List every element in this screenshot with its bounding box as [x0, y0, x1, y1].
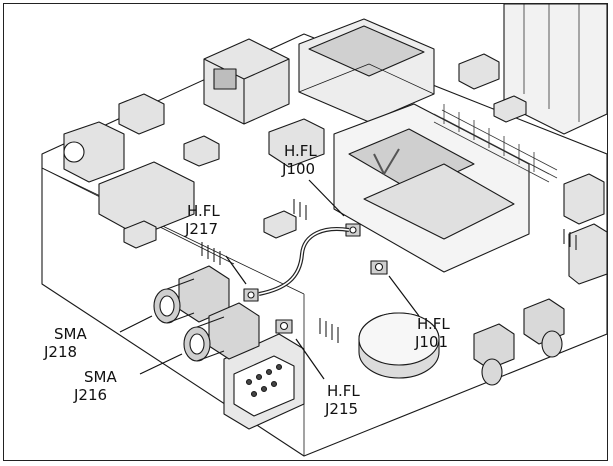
- svg-text:J216: J216: [73, 386, 107, 404]
- small-headers: [201, 199, 577, 343]
- misc-components: [63, 53, 607, 285]
- diagram-frame: H.FL J100 H.FL J217 H.FL J101 H.FL J215 …: [3, 3, 608, 461]
- label-hfl-j101: H.FL J101: [414, 315, 450, 351]
- pin-headers-right: [433, 104, 558, 183]
- hfl-connector-j217: [243, 288, 259, 302]
- label-sma-j218: SMA J218: [43, 325, 87, 361]
- coax-cable: [258, 227, 350, 296]
- hfl-connector-j215: [275, 319, 293, 334]
- db9-connector: [223, 333, 305, 430]
- callout-lines: [119, 179, 420, 380]
- sma-connector-j216: [183, 302, 260, 362]
- svg-text:SMA: SMA: [84, 368, 117, 386]
- board-illustration: H.FL J100 H.FL J217 H.FL J101 H.FL J215 …: [41, 4, 607, 457]
- svg-text:SMA: SMA: [54, 325, 87, 343]
- label-hfl-j217: H.FL J217: [184, 202, 220, 238]
- svg-text:H.FL: H.FL: [187, 202, 220, 220]
- label-hfl-j215: H.FL J215: [324, 382, 360, 418]
- coin-cell-battery: [358, 312, 440, 379]
- ethernet-jack: [203, 38, 290, 125]
- svg-text:J215: J215: [324, 400, 358, 418]
- label-hfl-j100: H.FL J100: [281, 142, 317, 178]
- sma-connector-j218: [153, 265, 230, 324]
- svg-text:J101: J101: [414, 333, 448, 351]
- hfl-connector-j101: [370, 260, 388, 275]
- upper-right-module: [503, 4, 607, 135]
- sma-connectors-right: [473, 298, 565, 386]
- svg-text:J218: J218: [43, 343, 77, 361]
- svg-text:J100: J100: [281, 160, 315, 178]
- svg-text:J217: J217: [184, 220, 218, 238]
- label-sma-j216: SMA J216: [73, 368, 117, 404]
- svg-text:H.FL: H.FL: [327, 382, 360, 400]
- sd-card-slot: [298, 18, 435, 123]
- svg-text:H.FL: H.FL: [417, 315, 450, 333]
- svg-text:H.FL: H.FL: [284, 142, 317, 160]
